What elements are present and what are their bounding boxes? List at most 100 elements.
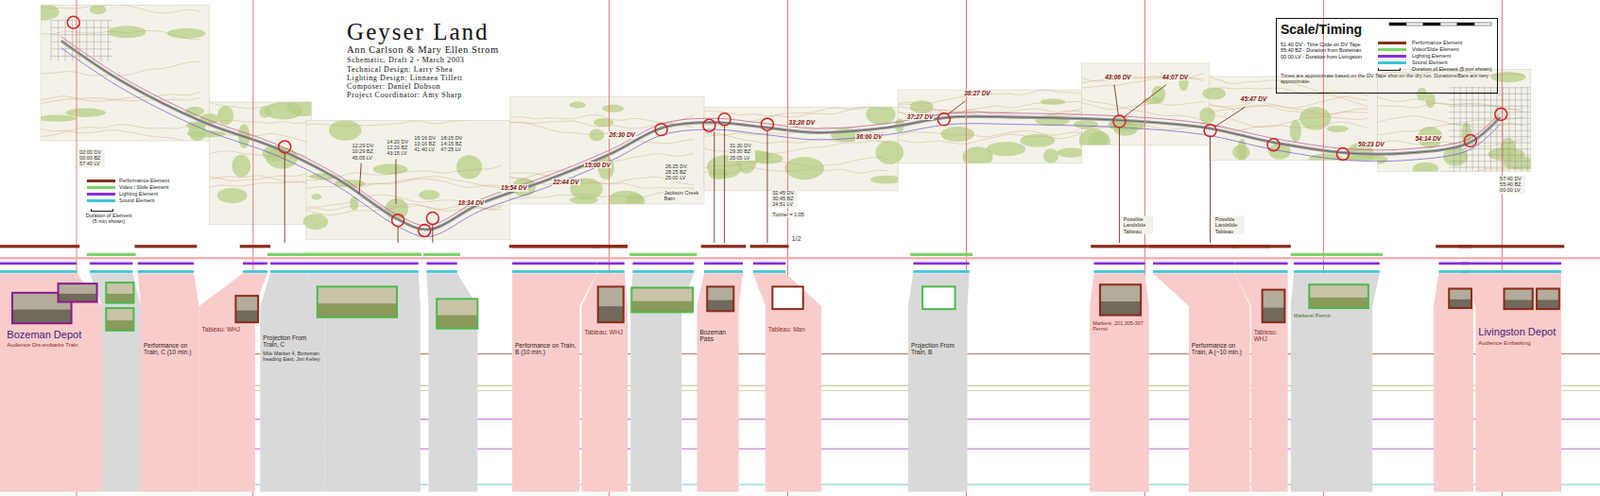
timing-bar [306, 270, 419, 274]
scale-timing-box: Scale/Timing51:40 DV - Time Code on DV T… [1275, 17, 1498, 94]
leader-line [395, 158, 396, 205]
scale-segment [1474, 22, 1492, 26]
timing-bar [0, 261, 77, 265]
map-tile [1377, 68, 1532, 172]
timing-bar [1234, 270, 1288, 274]
timing-bar [89, 261, 133, 265]
duration-sample [90, 208, 114, 212]
street-line [1448, 118, 1531, 120]
map-note: 1/2 [791, 235, 802, 243]
segment-band [137, 273, 200, 492]
street-line [51, 34, 113, 35]
leader-line [1215, 106, 1245, 127]
timing-bar [135, 244, 198, 248]
timing-bar [1152, 261, 1235, 265]
map-note: Possible Landslide Tableau [1214, 216, 1245, 235]
timing-bar [912, 270, 969, 274]
timecode-label: 26:30 DV [608, 131, 637, 138]
segment-band: Projection From Train, B [908, 340, 968, 493]
contour-line [40, 96, 200, 102]
vegetation-patch [65, 108, 106, 118]
credit-line: Schematic, Draft 2 - March 2003 [346, 55, 465, 65]
street-line [1448, 160, 1531, 162]
street-line [1483, 86, 1485, 173]
location-circle [1495, 107, 1508, 121]
photo-frame [235, 295, 259, 323]
vegetation-patch [986, 141, 1026, 156]
photo-sky [631, 287, 693, 312]
timecode-label: 45:47 DV [1239, 95, 1268, 103]
vegetation-patch [1079, 128, 1108, 153]
contour-line [208, 100, 308, 109]
street-line [1502, 86, 1504, 173]
photo-ground [105, 293, 134, 304]
vegetation-patch [1073, 120, 1099, 129]
contour-line [897, 103, 1082, 113]
street-line [1448, 111, 1531, 113]
legend-text: Video / Slide Element [119, 184, 170, 190]
photo-thumbnail [1536, 289, 1560, 310]
segment-band [753, 273, 822, 492]
photo-frame [598, 286, 624, 323]
leader-line [723, 125, 725, 243]
scale-segment [1389, 22, 1407, 26]
map-tile [208, 102, 311, 225]
photo-sky [105, 282, 134, 304]
location-circles [67, 16, 1507, 237]
location-circle [1204, 124, 1217, 138]
street-line [1520, 86, 1522, 173]
contour-line [306, 118, 502, 126]
segment-band: Performance on Train, A (~10 min.) [1188, 340, 1251, 493]
timecode-stack: 31:30 DV 29:30 BZ 25:05 LV [728, 142, 756, 161]
contour-line [40, 4, 200, 14]
street-line [1465, 86, 1467, 173]
timecode-label: 38:27 DV [963, 89, 991, 97]
node-heading: Projection From Train, C [262, 334, 322, 349]
vegetation-patch [870, 175, 903, 185]
node-heading: Bozeman Depot [6, 328, 100, 342]
photo-thumbnail [1262, 290, 1286, 324]
location-circle [67, 16, 80, 29]
node-note: Audience Embarking [1478, 340, 1559, 347]
legend-swatch [1377, 41, 1407, 45]
node-heading: Performance on Train, C (10 min.) [143, 342, 197, 357]
street-line [1453, 86, 1455, 173]
leader-line [766, 130, 768, 243]
timing-bar [303, 253, 422, 257]
street-line [1472, 86, 1474, 173]
street-line [1448, 142, 1531, 144]
node-heading: Tableau: Man [768, 326, 819, 333]
timecode-stack: 57:40 DV 55:40 BZ 00:00 LV [1498, 175, 1526, 194]
photo-ground [1308, 297, 1369, 309]
timing-bar [512, 261, 598, 265]
photo-ground [706, 300, 734, 312]
leader-line [947, 101, 965, 115]
segment-band [1290, 273, 1380, 492]
timing-bar [632, 270, 694, 274]
scale-segment [1440, 22, 1458, 26]
legend-swatch [1377, 54, 1407, 58]
street-line [1448, 136, 1531, 138]
legend-swatch [1377, 61, 1407, 65]
segment-band: Tableau: WHJ [1251, 326, 1289, 493]
node-note: Times are approximate based on the DV Ta… [1280, 72, 1494, 86]
segment-band [259, 273, 325, 492]
timing-bars [0, 244, 1565, 274]
timing-bar [704, 261, 743, 265]
scale-bar [1389, 22, 1492, 26]
photo-ground [631, 301, 693, 313]
credit-line: Ann Carlson & Mary Ellen Strom [346, 44, 499, 56]
timing-bar [86, 253, 137, 257]
street-line [1448, 99, 1531, 101]
map-tile [510, 97, 705, 205]
legend-text: Performance Element [1411, 39, 1463, 46]
railroad-line [61, 36, 1500, 226]
map-tile [897, 89, 1082, 164]
street-line [100, 20, 102, 62]
timing-bar [137, 270, 194, 274]
photo-sky [1448, 289, 1472, 310]
street-line [51, 27, 113, 29]
photo-ground [105, 320, 134, 331]
photo-sky [1308, 284, 1369, 309]
segment-band: Performance on Train, B (10 min.) [512, 340, 580, 493]
